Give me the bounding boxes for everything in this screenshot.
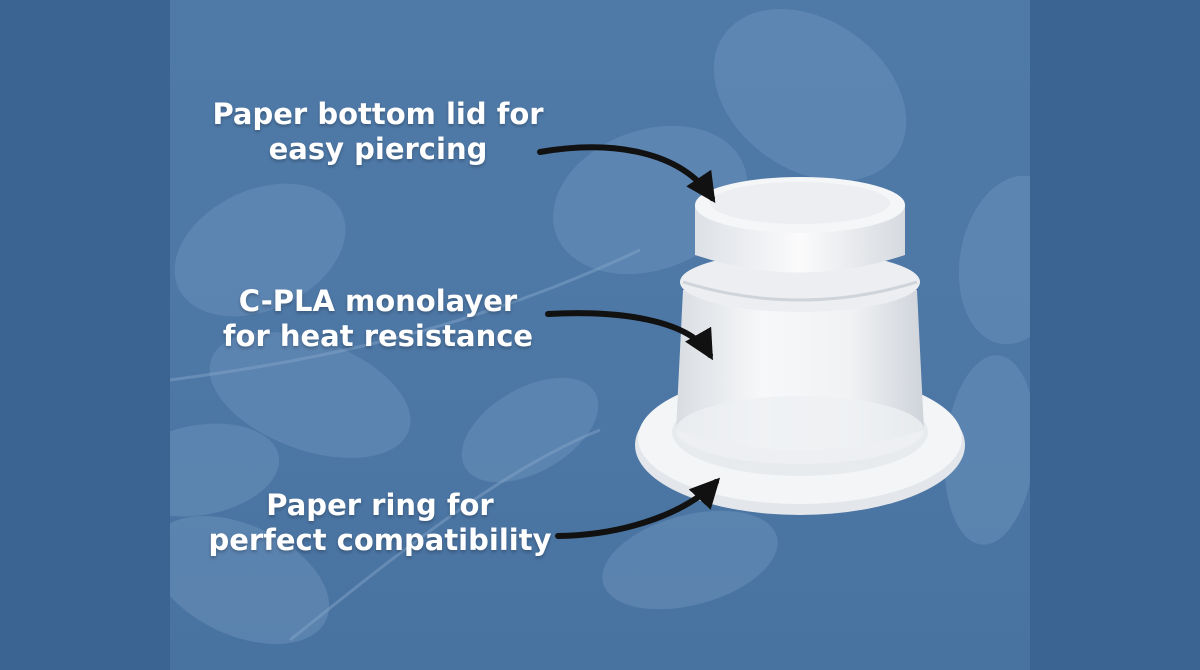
caption-cpla-line1: C-PLA monolayer: [238, 284, 518, 318]
caption-paper-ring-line2: perfect compatibility: [208, 523, 552, 557]
caption-paper-lid-line1: Paper bottom lid for: [212, 97, 544, 131]
left-margin: [0, 0, 170, 670]
caption-cpla-monolayer: C-PLA monolayer for heat resistance: [222, 284, 534, 354]
right-margin: [1030, 0, 1200, 670]
caption-cpla-line2: for heat resistance: [222, 319, 534, 353]
caption-paper-lid: Paper bottom lid for easy piercing: [206, 97, 550, 167]
caption-paper-lid-line2: easy piercing: [268, 132, 488, 166]
caption-paper-ring-line1: Paper ring for: [266, 488, 494, 522]
caption-paper-ring: Paper ring for perfect compatibility: [204, 488, 556, 558]
